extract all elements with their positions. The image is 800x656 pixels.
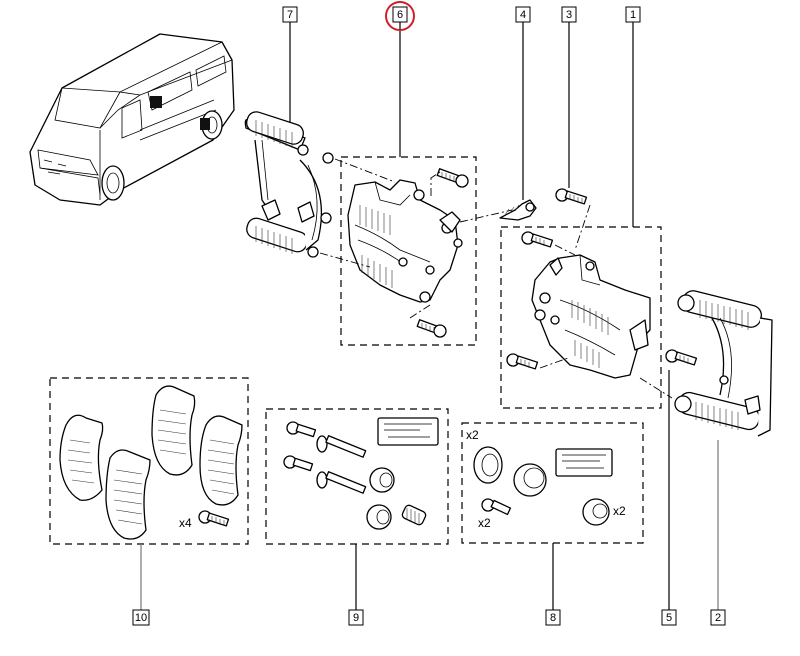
carrier-bolt[interactable] xyxy=(665,349,698,366)
callout-10[interactable]: 10 xyxy=(132,609,150,626)
callout-4[interactable]: 4 xyxy=(515,6,531,23)
piston-seal-kit[interactable]: x2 x2 x2 xyxy=(466,428,626,530)
qty-kit-bolt: x2 xyxy=(478,516,491,530)
guide-pin xyxy=(316,471,367,494)
grease-sachet xyxy=(555,448,613,477)
caliper-assembly-left[interactable] xyxy=(347,168,469,338)
svg-text:5: 5 xyxy=(666,612,672,624)
brake-location-marker xyxy=(200,118,210,130)
callout-3[interactable]: 3 xyxy=(561,6,577,23)
highlight-circle xyxy=(385,1,415,31)
callout-9[interactable]: 9 xyxy=(348,609,364,626)
van-illustration xyxy=(29,33,235,206)
svg-text:9: 9 xyxy=(353,612,359,624)
qty-dust-boot: x2 xyxy=(613,504,626,518)
callout-2[interactable]: 2 xyxy=(710,609,726,626)
guide-bolt xyxy=(283,455,314,472)
group-box-guide-pin-kit xyxy=(265,408,449,545)
assembly-line xyxy=(334,158,396,183)
svg-text:10: 10 xyxy=(135,612,147,624)
group-box-caliper-left xyxy=(340,156,477,346)
svg-text:3: 3 xyxy=(566,9,572,21)
caliper-carrier-left[interactable] xyxy=(244,110,334,258)
dust-boot xyxy=(582,498,610,526)
caliper-mounting-bolt-3[interactable] xyxy=(555,188,591,251)
pad-bolt xyxy=(198,510,230,527)
dust-boot xyxy=(366,504,392,530)
qty-seal-ring: x2 xyxy=(466,428,479,442)
caliper-bolt-lower[interactable] xyxy=(416,319,447,338)
brake-pad xyxy=(105,449,151,540)
guide-pin xyxy=(316,435,367,458)
assembly-line xyxy=(319,252,371,268)
grease-sachet xyxy=(377,417,439,446)
caliper-bolt-upper[interactable] xyxy=(436,168,469,188)
brake-pad xyxy=(151,385,196,476)
caliper-bolt-inner-lower[interactable] xyxy=(506,353,569,370)
sleeve xyxy=(401,504,427,526)
guide-pin-kit[interactable] xyxy=(283,417,439,530)
callout-5[interactable]: 5 xyxy=(661,609,677,626)
assembly-line xyxy=(459,209,513,223)
svg-text:2: 2 xyxy=(715,612,721,624)
svg-text:7: 7 xyxy=(287,9,293,21)
retaining-ring xyxy=(473,446,503,484)
callout-7[interactable]: 7 xyxy=(282,6,298,23)
assembly-line xyxy=(639,377,673,399)
svg-text:8: 8 xyxy=(550,612,556,624)
piston-seal xyxy=(513,463,547,497)
svg-text:4: 4 xyxy=(520,9,526,21)
caliper-assembly-right[interactable] xyxy=(506,231,651,379)
svg-text:6: 6 xyxy=(397,9,403,21)
group-box-brake-pads xyxy=(49,377,249,545)
bleed-screw[interactable] xyxy=(499,199,537,221)
callout-6[interactable]: 6 xyxy=(392,6,408,23)
caliper-bolt-inner-upper[interactable] xyxy=(521,231,576,256)
guide-bolt xyxy=(286,421,317,438)
callout-1[interactable]: 1 xyxy=(625,6,641,23)
group-box-caliper-right xyxy=(500,226,662,409)
brake-pad-set[interactable]: x4 xyxy=(59,385,243,540)
svg-text:1: 1 xyxy=(630,9,636,21)
brake-pad xyxy=(199,415,243,506)
callout-8[interactable]: 8 xyxy=(545,609,561,626)
kit-bolt xyxy=(481,498,512,516)
group-box-seal-kit xyxy=(461,422,644,544)
brake-location-marker xyxy=(150,96,162,108)
caliper-carrier-right[interactable] xyxy=(674,289,773,437)
dust-boot xyxy=(369,467,395,493)
brake-pad xyxy=(59,414,104,501)
qty-pad-bolt: x4 xyxy=(179,516,192,530)
